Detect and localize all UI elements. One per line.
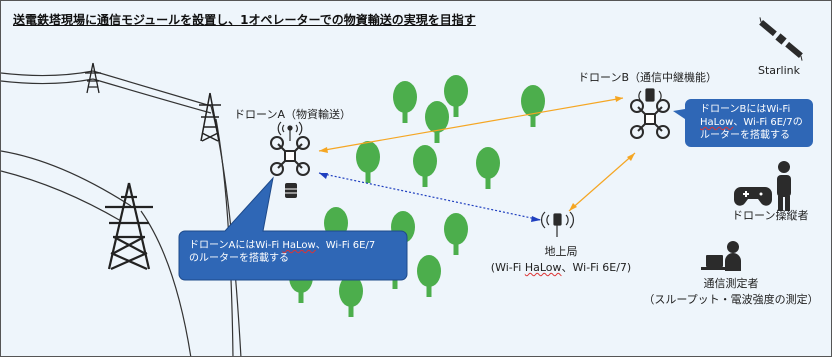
person-icon: [725, 241, 741, 271]
antenna-icon: [541, 211, 574, 237]
drone-icon: [630, 99, 670, 139]
tree-icon: [413, 145, 437, 187]
ground-station-label: 地上局: [544, 245, 578, 258]
tree-icon: [425, 101, 449, 143]
tree-icon: [356, 141, 380, 183]
measurer-detail: （スループット・電波強度の測定）: [643, 293, 819, 306]
drone-icon: [270, 136, 310, 176]
laptop-icon: [701, 255, 728, 270]
measurer-label: 通信測定者: [703, 277, 759, 290]
tree-icon: [339, 275, 363, 317]
tree-icon: [417, 255, 441, 297]
tree-icon: [521, 85, 545, 127]
satellite-icon: [759, 17, 803, 61]
tower-icon: [85, 62, 101, 94]
callout-drone-a: ドローンAにはWi-Fi HaLow、Wi-Fi 6E/7 のルーターを搭載する: [189, 240, 376, 264]
callout-drone-a-shape: [178, 176, 408, 281]
callout-drone-b-shape: [673, 99, 813, 147]
callout-drone-b: ドローンBにはWi-Fi HaLow、Wi-Fi 6E/7の ルーターを搭載する: [700, 104, 803, 141]
person-icon: [777, 161, 791, 211]
operator-label: ドローン操縦者: [732, 209, 809, 222]
tower-icon: [105, 182, 153, 271]
antenna-icon: [638, 88, 662, 102]
tree-icon: [444, 213, 468, 255]
cargo-icon: [285, 183, 297, 198]
link-a-to-ground: [318, 172, 542, 221]
link-b-to-ground: [568, 152, 636, 212]
starlink-label: Starlink: [758, 64, 801, 77]
tree-icon: [444, 75, 468, 117]
page-title: 送電鉄塔現場に通信モジュールを設置し、1オペレーターでの物資輸送の実現を目指す: [13, 13, 476, 27]
tree-icon: [476, 147, 500, 189]
tower-icon: [199, 92, 221, 142]
drone-b-label: ドローンB（通信中継機能）: [578, 71, 717, 84]
gamepad-icon: [734, 187, 772, 206]
ground-station-detail: (Wi-Fi HaLow、Wi-Fi 6E/7): [490, 261, 632, 274]
drone-a-label: ドローンA（物資輸送）: [234, 108, 351, 121]
link-drone-a-to-b: [318, 97, 624, 152]
links: [318, 96, 636, 222]
tree-icon: [393, 81, 417, 123]
antenna-icon: [277, 121, 303, 141]
